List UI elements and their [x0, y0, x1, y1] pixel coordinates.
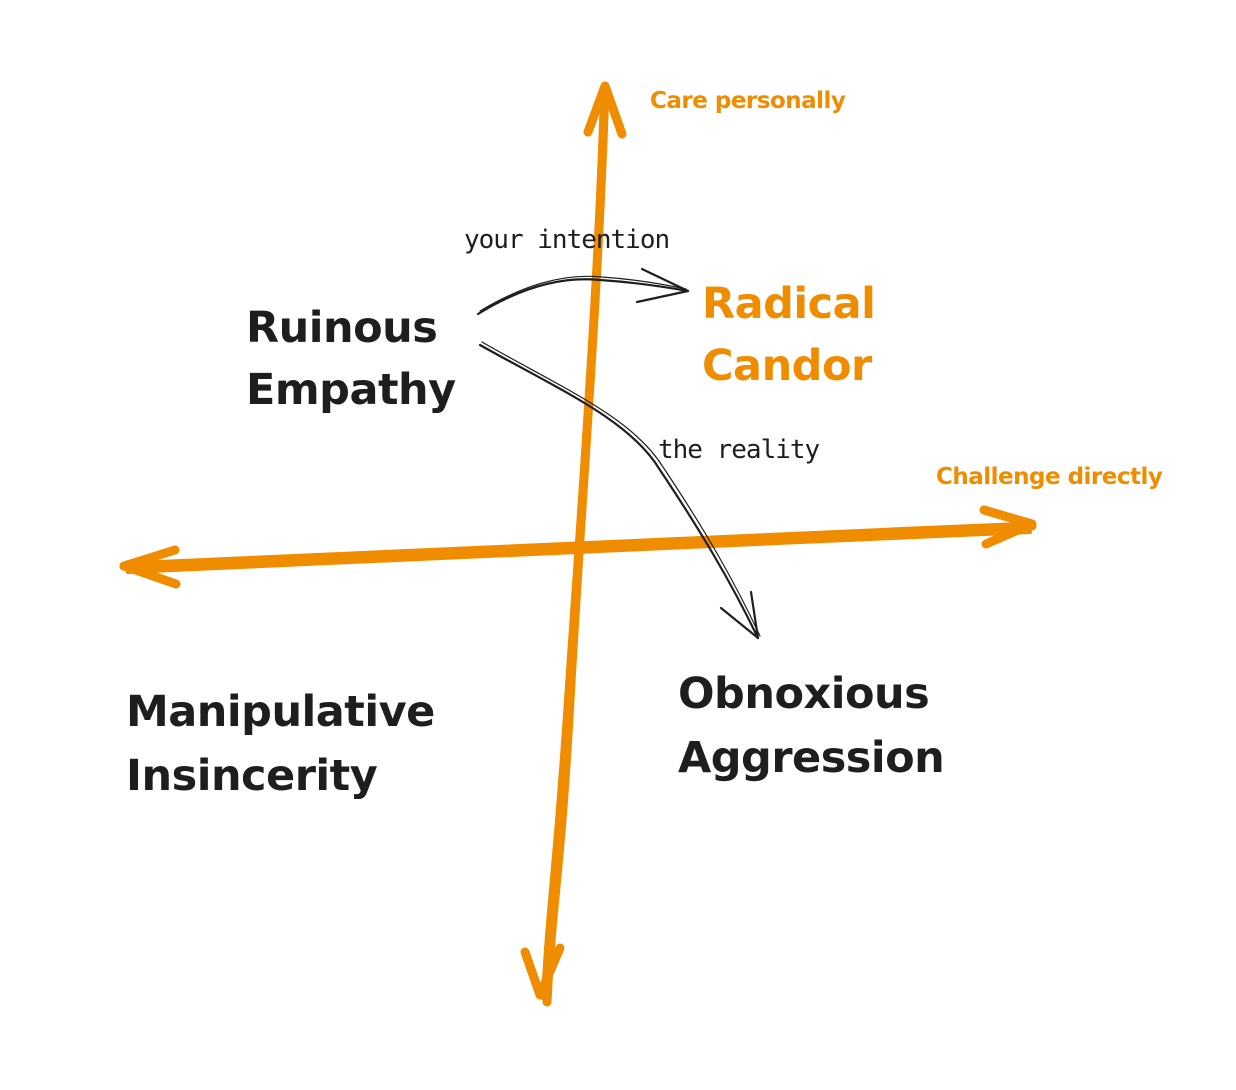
horizontal-axis: [119, 505, 1037, 589]
quadrant-radical-candor: Radical Candor: [702, 279, 876, 391]
quadrant-label-line: Radical: [702, 279, 875, 329]
horizontal-axis-line: [119, 521, 1037, 571]
quadrant-label-line: Empathy: [246, 365, 456, 415]
vertical-axis-arrowhead-top: [583, 81, 627, 139]
horizontal-axis-arrowhead-left: [119, 545, 181, 589]
quadrant-label-line: Manipulative: [126, 687, 435, 737]
quadrant-label-line: Aggression: [678, 733, 944, 783]
quadrant-label-line: Obnoxious: [678, 669, 929, 719]
vertical-axis: [520, 81, 627, 1007]
intention-arrow: [476, 267, 690, 316]
quadrant-label-line: Ruinous: [246, 303, 437, 353]
reality-annotation: the reality: [658, 435, 820, 465]
quadrant-label-line: Candor: [702, 341, 873, 391]
quadrant-ruinous-empathy: Ruinous Empathy: [246, 303, 457, 415]
horizontal-axis-arrowhead-right: [979, 505, 1037, 549]
intention-annotation: your intention: [464, 225, 669, 255]
reality-arrow: [478, 341, 761, 640]
intention-arrowhead: [635, 267, 690, 304]
quadrant-manipulative-insincerity: Manipulative Insincerity: [126, 687, 435, 801]
vertical-axis-line: [542, 83, 610, 1007]
reality-arrowhead: [719, 590, 760, 640]
vertical-axis-label: Care personally: [650, 88, 846, 114]
vertical-axis-arrowhead-bottom: [520, 943, 565, 1000]
horizontal-axis-label: Challenge directly: [936, 464, 1163, 490]
quadrant-label-line: Insincerity: [126, 751, 378, 801]
quadrant-obnoxious-aggression: Obnoxious Aggression: [678, 669, 945, 783]
